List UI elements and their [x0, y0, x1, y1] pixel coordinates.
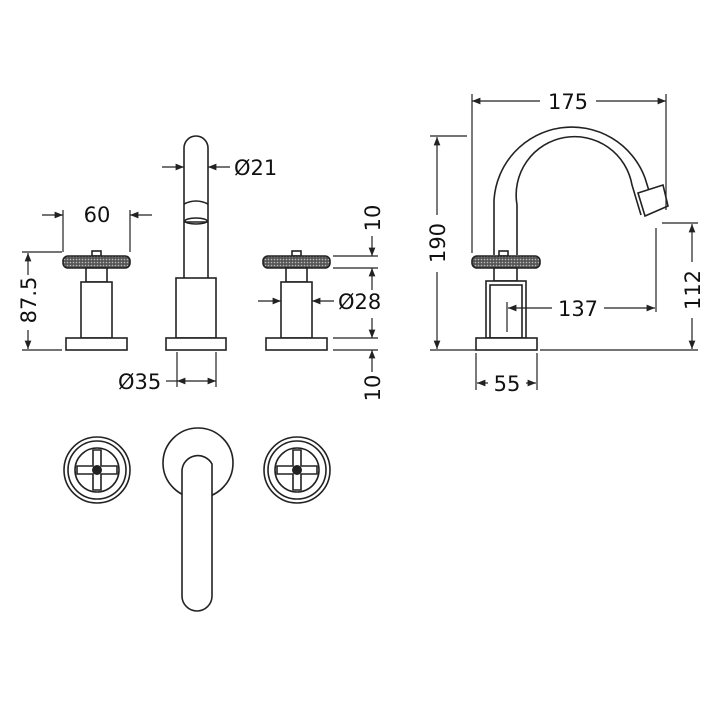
dimension-base-55: 55	[475, 353, 538, 396]
dimension-reach-137: 137	[506, 228, 657, 332]
dimension-spout-base-diameter: Ø35	[118, 352, 217, 394]
dimension-knob-thickness: 10	[333, 205, 385, 290]
left-handle-top-view	[63, 436, 131, 504]
right-handle-top-view	[263, 436, 331, 504]
dimension-spout-diameter: Ø21	[162, 156, 277, 180]
dimension-handle-body-diameter: Ø28	[258, 290, 381, 314]
dimension-outlet-112: 112	[540, 222, 705, 351]
label-d28: Ø28	[338, 290, 381, 314]
label-d35: Ø35	[118, 370, 161, 394]
label-190: 190	[426, 223, 450, 263]
label-175: 175	[548, 90, 588, 114]
dimension-handle-height: 87.5	[17, 251, 62, 351]
label-87-5: 87.5	[17, 277, 41, 324]
spout-top-view	[162, 427, 234, 612]
label-112: 112	[681, 270, 705, 310]
label-10-top: 10	[361, 205, 385, 232]
label-d21: Ø21	[234, 156, 277, 180]
label-60: 60	[84, 203, 111, 227]
label-55: 55	[494, 372, 521, 396]
dimension-height-190: 190	[426, 135, 476, 351]
right-handle-front	[262, 250, 331, 351]
spout-front	[165, 135, 227, 351]
dimension-handle-width: 60	[42, 203, 152, 252]
dimension-reach-175: 175	[471, 90, 667, 253]
dimension-base-thickness: 10	[333, 318, 385, 401]
label-10-bottom: 10	[361, 375, 385, 402]
spout-side-view	[471, 126, 669, 351]
label-137: 137	[558, 297, 598, 321]
left-handle-front	[62, 250, 131, 351]
